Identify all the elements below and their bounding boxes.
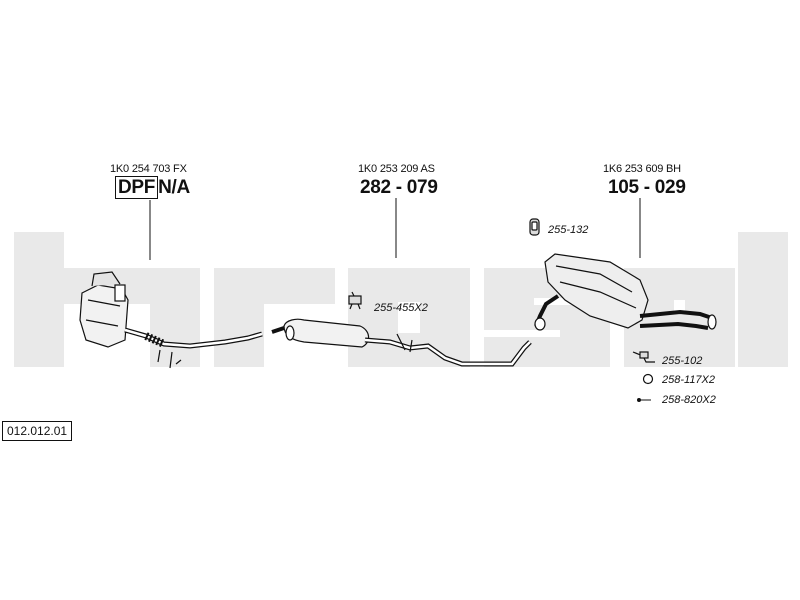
dpf-part-drawing: [79, 271, 263, 369]
middle-silencer-drawing: [271, 318, 532, 367]
front-oem-number: 1K0 254 703 FX: [110, 163, 187, 175]
diagram-reference-id: 012.012.01: [2, 421, 73, 441]
hanger-255-102-icon: [632, 351, 655, 363]
front-part-na: N/A: [158, 177, 190, 198]
rear-oem-number: 1K6 253 609 BH: [603, 163, 681, 175]
accessory-label-258-820: 258-820X2: [662, 394, 716, 406]
clamp-255-132-icon: [529, 218, 540, 236]
accessory-label-255-102: 255-102: [662, 355, 703, 367]
rear-part-number: 105 - 029: [608, 177, 686, 198]
leader-lines: [149, 198, 641, 260]
hanger-255-455-drawing: [348, 291, 362, 310]
middle-oem-number: 1K0 253 209 AS: [358, 163, 435, 175]
middle-part-number: 282 - 079: [360, 177, 438, 198]
accessory-label-255-132: 255-132: [548, 224, 589, 236]
dpf-badge: DPF: [115, 176, 159, 199]
accessory-label-255-455: 255-455X2: [374, 302, 428, 314]
bolt-icon: [637, 398, 651, 402]
rear-silencer-drawing: [534, 253, 717, 331]
gasket-ring-icon: [642, 373, 654, 385]
accessory-label-258-117: 258-117X2: [662, 374, 716, 386]
